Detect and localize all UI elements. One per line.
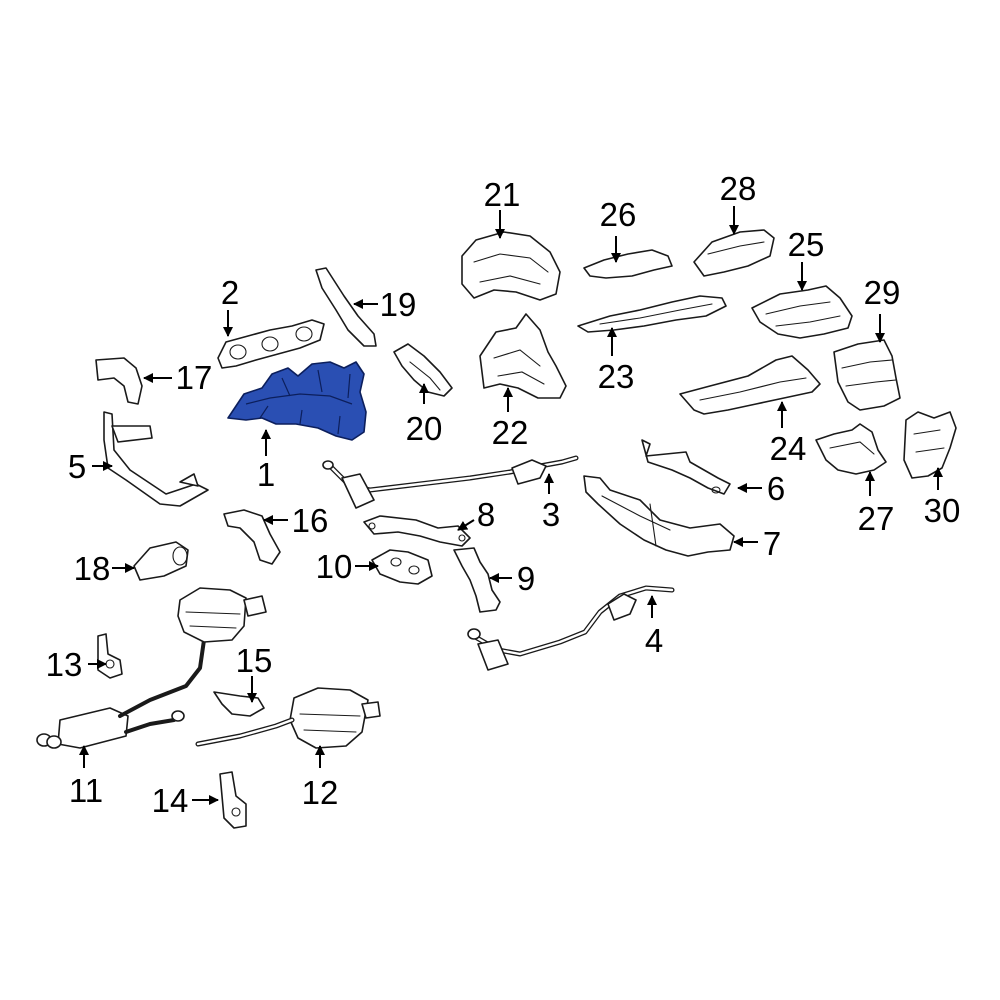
callout-26[interactable]: 26 — [600, 196, 637, 233]
callout-23[interactable]: 23 — [598, 358, 635, 395]
part-28-heat-shield[interactable] — [693, 229, 775, 277]
part-25-heat-shield[interactable] — [751, 285, 853, 339]
part-19-heat-shield-strip[interactable] — [315, 267, 377, 347]
part-15-clamp[interactable] — [213, 691, 265, 717]
callout-15[interactable]: 15 — [236, 642, 273, 679]
part-16-bracket[interactable] — [223, 509, 281, 565]
part-18-tailpipe-tip[interactable] — [133, 541, 189, 581]
part-1-exhaust-manifold[interactable] — [227, 361, 367, 441]
callout-24[interactable]: 24 — [770, 430, 807, 467]
callout-27[interactable]: 27 — [858, 500, 895, 537]
callout-7[interactable]: 7 — [763, 525, 781, 562]
part-29-heat-shield[interactable] — [833, 339, 901, 411]
callout-1[interactable]: 1 — [257, 456, 275, 493]
part-7-crossmember-bracket[interactable] — [583, 475, 735, 557]
callout-13[interactable]: 13 — [46, 646, 83, 683]
callout-29[interactable]: 29 — [864, 274, 901, 311]
callout-25[interactable]: 25 — [788, 226, 825, 263]
callout-16[interactable]: 16 — [292, 502, 329, 539]
part-26-heat-shield-small[interactable] — [583, 249, 673, 279]
part-27-heat-shield[interactable] — [815, 423, 887, 475]
callout-18[interactable]: 18 — [74, 550, 111, 587]
part-3-front-pipe-catalytic-converter[interactable] — [322, 455, 579, 509]
callout-14[interactable]: 14 — [152, 782, 189, 819]
callout-8[interactable]: 8 — [477, 496, 495, 533]
callout-2[interactable]: 2 — [221, 274, 239, 311]
part-12-rear-muffler[interactable] — [195, 687, 381, 749]
part-30-heat-shield[interactable] — [903, 411, 957, 479]
part-20-heat-shield[interactable] — [393, 343, 453, 397]
callout-21[interactable]: 21 — [484, 176, 521, 213]
part-17-bracket[interactable] — [95, 357, 143, 405]
callout-11[interactable]: 11 — [69, 772, 103, 809]
part-2-manifold-gasket[interactable] — [217, 319, 325, 369]
part-11-front-muffler-pipe[interactable] — [36, 638, 206, 749]
callout-22[interactable]: 22 — [492, 414, 529, 451]
part-22-heat-shield[interactable] — [479, 313, 567, 399]
part-8-bracket[interactable] — [363, 515, 471, 547]
callout-28[interactable]: 28 — [720, 170, 757, 207]
callout-4[interactable]: 4 — [645, 622, 663, 659]
callout-10[interactable]: 10 — [316, 548, 353, 585]
part-14-hanger[interactable] — [219, 771, 247, 829]
callout-labels: 1 2 3 4 5 6 7 8 9 10 11 12 13 14 15 16 1… — [46, 170, 961, 819]
part-4-rear-pipe-catalytic-converter[interactable] — [467, 585, 675, 671]
leader-lines — [79, 206, 943, 805]
part-5-bracket[interactable] — [103, 411, 209, 507]
part-6-hanger-bracket[interactable] — [641, 439, 731, 495]
part-13-hanger[interactable] — [97, 633, 123, 679]
part-11-rear-muffler-left[interactable] — [177, 587, 267, 643]
callout-17[interactable]: 17 — [176, 359, 213, 396]
part-23-heat-shield-long[interactable] — [577, 295, 727, 333]
callout-19[interactable]: 19 — [380, 286, 417, 323]
callout-12[interactable]: 12 — [302, 774, 339, 811]
part-21-heat-shield[interactable] — [461, 231, 561, 301]
callout-30[interactable]: 30 — [924, 492, 961, 529]
callout-20[interactable]: 20 — [406, 410, 443, 447]
callout-6[interactable]: 6 — [767, 470, 785, 507]
part-9-hanger[interactable] — [453, 547, 501, 613]
callout-9[interactable]: 9 — [517, 560, 535, 597]
part-10-gasket-plate[interactable] — [371, 549, 433, 585]
callout-3[interactable]: 3 — [542, 496, 560, 533]
part-24-heat-shield[interactable] — [679, 355, 821, 415]
callout-5[interactable]: 5 — [68, 448, 86, 485]
